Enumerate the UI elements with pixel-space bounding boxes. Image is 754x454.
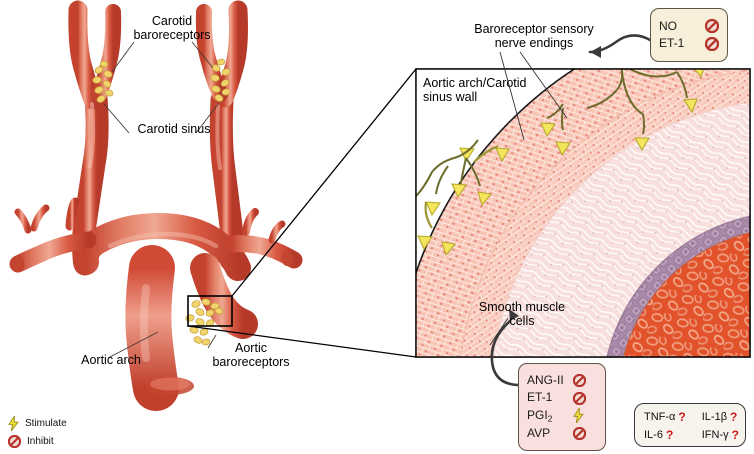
carotid-baroreceptor-cluster-left	[92, 60, 114, 103]
pgi2-subscript: 2	[547, 413, 553, 424]
nerve-box-arrow	[588, 34, 652, 58]
aorta-carotid-anatomy	[9, 0, 303, 411]
question-mark-icon: ?	[730, 410, 738, 424]
label-carotid-sinus: Carotid sinus	[137, 122, 211, 136]
chem-name-no: NO	[659, 18, 677, 33]
label-leader-lines	[103, 41, 220, 359]
chem-name-angii: ANG-II	[527, 372, 564, 387]
legend-label-stimulate: Stimulate	[25, 418, 67, 429]
question-mark-icon: ?	[678, 410, 686, 424]
cytokine-il-6: IL-6?	[644, 428, 674, 442]
chem-name-et1: ET-1	[659, 36, 685, 50]
question-mark-icon: ?	[731, 428, 739, 442]
cytokine-il-1beta: IL-1β?	[701, 410, 738, 424]
legend-item-stimulate: Stimulate	[8, 416, 67, 431]
legend-label-inhibit: Inhibit	[27, 436, 54, 447]
chem-name-et1: ET-1	[527, 390, 553, 405]
label-smooth-muscle-cells: Smooth muscle cells	[478, 300, 566, 329]
inset-connector-lines	[187, 68, 417, 358]
label-aortic-arch: Aortic arch	[81, 353, 141, 367]
smooth-muscle-mediator-box[interactable]: ANG-II ET-1 PGI2	[518, 363, 606, 451]
chem-row-et1: ET-1	[527, 389, 597, 406]
chem-row-angii: ANG-II	[527, 372, 597, 389]
chem-row-no: NO	[659, 18, 719, 35]
no-et1-box[interactable]: NO ET-1	[650, 8, 728, 62]
label-carotid-baroreceptors: Carotid baroreceptors	[133, 14, 211, 43]
lightning-bolt-icon	[8, 416, 19, 431]
zoom-source-rect	[187, 295, 233, 327]
prohibition-icon	[705, 19, 719, 34]
chem-row-pgi2: PGI2	[527, 407, 597, 425]
prohibition-icon	[705, 36, 719, 51]
lightning-bolt-icon	[573, 408, 584, 424]
prohibition-icon	[573, 391, 586, 405]
carotid-baroreceptor-cluster-right	[210, 58, 231, 102]
label-aortic-baroreceptors: Aortic baroreceptors	[212, 341, 290, 370]
label-vessel-wall: Aortic arch/Carotid sinus wall	[423, 76, 527, 105]
cytokine-ifn-gamma: IFN-γ?	[701, 428, 739, 442]
cytokine-tnf-alpha: TNF-α?	[644, 410, 686, 424]
chem-row-avp: AVP	[527, 425, 597, 442]
label-baroreceptor-nerve-endings: Baroreceptor sensory nerve endings	[474, 22, 594, 51]
prohibition-icon	[573, 374, 586, 388]
inset-panel	[415, 68, 751, 358]
cytokine-box[interactable]: TNF-α? IL-1β? IL-6? IFN-γ?	[634, 403, 746, 447]
legend-item-inhibit: Inhibit	[8, 435, 54, 448]
chem-name-pgi2: PGI2	[527, 407, 553, 424]
smooth-muscle-arrow	[490, 309, 522, 387]
chem-row-et1: ET-1	[659, 35, 719, 52]
chem-name-avp: AVP	[527, 425, 551, 440]
prohibition-icon	[8, 435, 21, 448]
question-mark-icon: ?	[665, 428, 674, 442]
baroreceptor-nerve-endings	[416, 69, 705, 257]
prohibition-icon	[573, 426, 586, 440]
